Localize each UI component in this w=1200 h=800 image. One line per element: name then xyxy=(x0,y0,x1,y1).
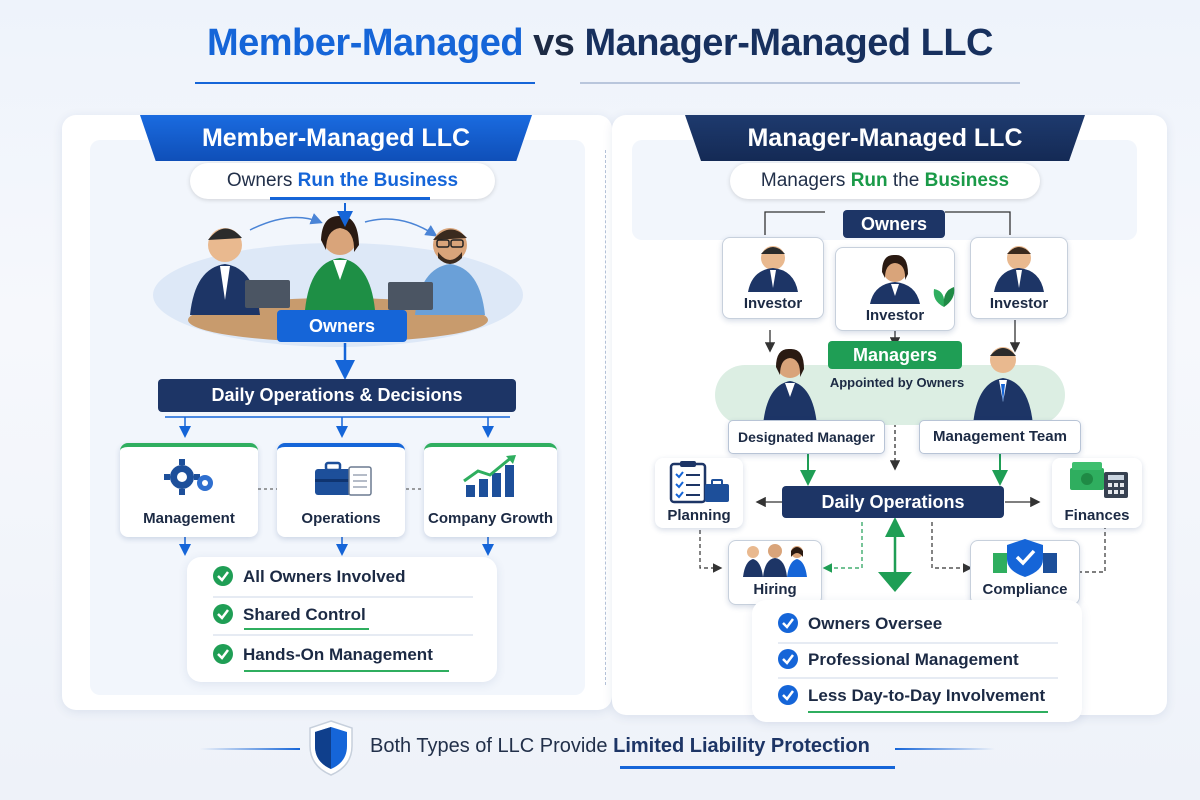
management-team-label: Management Team xyxy=(933,428,1067,445)
member-check-2-underline xyxy=(244,628,369,630)
checkmark-icon xyxy=(213,603,233,624)
managers-label: Managers xyxy=(828,341,962,369)
member-check-divider xyxy=(213,596,473,598)
clipboard-icon xyxy=(669,461,729,504)
investor-avatar-icon xyxy=(870,254,920,304)
checkmark-icon xyxy=(213,643,233,664)
manager-check-1-label: Owners Oversee xyxy=(808,614,943,633)
finances-label: Finances xyxy=(1064,507,1130,524)
member-subtitle-highlight: Run the Business xyxy=(297,170,459,191)
manager-subtitle-run: Run xyxy=(850,170,888,191)
member-subtitle: Owners Run the Business xyxy=(190,163,495,199)
footer-highlight-underline xyxy=(620,766,895,769)
member-subtitle-text: Owners xyxy=(226,170,298,191)
manager-check-3-label: Less Day-to-Day Involvement xyxy=(808,686,1046,705)
manager-check-3-underline xyxy=(808,711,1048,713)
title-manager: Manager-Managed LLC xyxy=(584,22,993,64)
title-member: Member-Managed xyxy=(206,22,524,64)
member-owners-label: Owners xyxy=(277,310,407,342)
member-card-growth-label: Company Growth xyxy=(427,510,553,527)
team-icon xyxy=(743,544,807,577)
member-meeting-illustration xyxy=(153,213,523,347)
member-ribbon: Member-Managed LLC xyxy=(140,115,532,161)
member-check-3-label: Hands-On Management xyxy=(243,645,433,664)
manager-check-3: Less Day-to-Day Involvement xyxy=(778,677,1045,715)
footer-line-left xyxy=(200,748,300,750)
shield-check-icon xyxy=(993,539,1057,577)
planning-card: Planning xyxy=(655,458,743,528)
manager-check-2: Professional Management xyxy=(778,641,1019,679)
investor-1-label: Investor xyxy=(743,295,803,312)
manager-check-divider xyxy=(778,642,1058,644)
gears-icon xyxy=(164,459,213,495)
investor-2-label: Investor xyxy=(865,307,925,324)
manager-check-1: Owners Oversee xyxy=(778,605,942,643)
footer-text-highlight: Limited Liability Protection xyxy=(613,735,870,757)
title-underline-left xyxy=(195,82,535,84)
member-card-growth: Company Growth xyxy=(424,443,557,537)
member-card-operations-label: Operations xyxy=(301,510,381,527)
checkmark-icon xyxy=(778,648,798,669)
footer-line-right xyxy=(895,748,995,750)
footer-text: Both Types of LLC Provide Limited Liabil… xyxy=(370,735,870,758)
member-card-management: Management xyxy=(120,443,258,537)
investor-card-2: Investor xyxy=(835,247,955,331)
panel-divider xyxy=(605,150,606,685)
plant-icon xyxy=(933,287,955,307)
designated-manager-avatar xyxy=(763,348,817,425)
growth-chart-icon xyxy=(463,455,516,497)
member-check-1-label: All Owners Involved xyxy=(243,567,406,586)
manager-ops-bar: Daily Operations xyxy=(782,486,1004,518)
footer-text-pre: Both Types of LLC Provide xyxy=(370,735,614,757)
manager-check-divider xyxy=(778,677,1058,679)
member-connectors xyxy=(165,203,510,556)
investor-card-1: Investor xyxy=(722,237,824,319)
member-check-3: Hands-On Management xyxy=(213,636,433,674)
hiring-label: Hiring xyxy=(753,581,797,598)
money-icon xyxy=(1070,462,1128,498)
manager-subtitle-text: Managers xyxy=(760,170,851,191)
planning-label: Planning xyxy=(667,507,731,524)
member-card-management-label: Management xyxy=(143,510,235,527)
shield-icon xyxy=(309,720,353,776)
manager-subtitle-business: Business xyxy=(924,170,1010,191)
title-vs: vs xyxy=(533,22,575,64)
member-subtitle-underline xyxy=(270,197,430,200)
designated-manager-label: Designated Manager xyxy=(738,429,875,445)
investor-avatar-icon xyxy=(994,246,1044,292)
team-manager-avatar xyxy=(973,347,1033,425)
manager-connectors xyxy=(699,211,1106,592)
hiring-card: Hiring xyxy=(728,540,822,605)
checkmark-icon xyxy=(213,565,233,586)
manager-owners-label: Owners xyxy=(843,210,945,238)
compliance-card: Compliance xyxy=(970,539,1080,605)
member-ops-bar: Daily Operations & Decisions xyxy=(158,379,516,412)
member-check-1: All Owners Involved xyxy=(213,558,406,596)
compliance-label: Compliance xyxy=(982,581,1068,598)
checkmark-icon xyxy=(778,612,798,633)
title-underline-right xyxy=(580,82,1020,84)
appointed-text: Appointed by Owners xyxy=(829,375,965,390)
member-checklist xyxy=(187,557,497,682)
finances-card: Finances xyxy=(1052,458,1142,528)
manager-check-2-label: Professional Management xyxy=(808,650,1019,669)
member-check-divider xyxy=(213,634,473,636)
investor-3-label: Investor xyxy=(989,295,1049,312)
manager-subtitle: Managers Run the Business xyxy=(730,163,1040,199)
briefcase-icon xyxy=(315,461,372,496)
member-check-2: Shared Control xyxy=(213,596,366,634)
investor-card-3: Investor xyxy=(970,237,1068,319)
manager-subtitle-mid: the xyxy=(887,170,925,191)
member-card-operations: Operations xyxy=(277,443,405,537)
member-check-3-underline xyxy=(244,670,449,672)
page-title: Member-Managed vs Manager-Managed LLC xyxy=(0,22,1200,65)
designated-manager-card: Designated Manager xyxy=(728,420,885,454)
member-check-2-label: Shared Control xyxy=(243,605,366,624)
investor-avatar-icon xyxy=(748,246,798,292)
management-team-card: Management Team xyxy=(919,420,1081,454)
manager-ribbon: Manager-Managed LLC xyxy=(685,115,1085,161)
manager-checklist xyxy=(752,600,1082,722)
checkmark-icon xyxy=(778,684,798,705)
